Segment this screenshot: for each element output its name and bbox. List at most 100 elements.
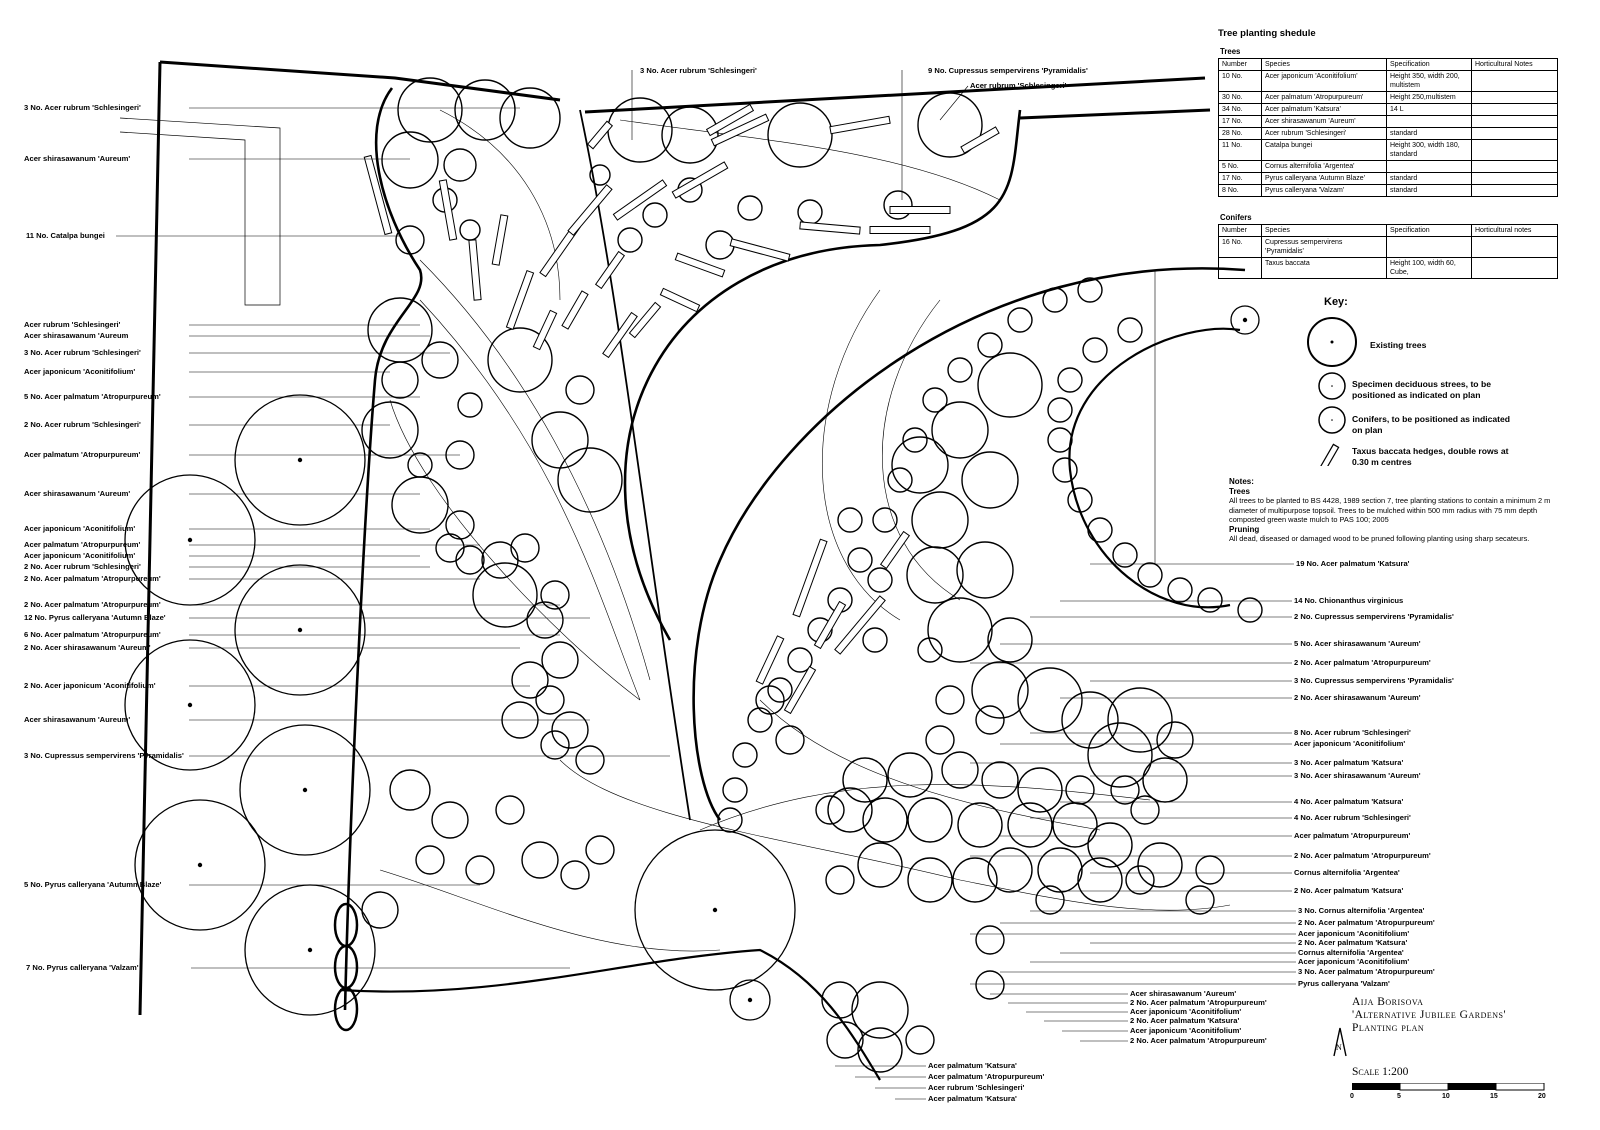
tree-circle-icon xyxy=(847,547,873,573)
tree-circle-icon xyxy=(737,195,763,221)
site-boundary-top xyxy=(159,60,561,102)
tree-circle-icon xyxy=(1137,842,1183,888)
existing-tree-icon xyxy=(634,829,796,991)
tree-circle-icon xyxy=(1082,337,1108,363)
key-item-deciduous: Specimen deciduous strees, to be positio… xyxy=(1352,379,1491,400)
project-name: 'Alternative Jubilee Gardens' xyxy=(1352,1009,1507,1021)
plant-right-label: 4 No. Acer rubrum 'Schlesingeri' xyxy=(1294,813,1411,822)
plant-right-label: 14 No. Chionanthus virginicus xyxy=(1294,596,1404,605)
tree-circle-icon xyxy=(391,476,449,534)
table-cell: 17 No. xyxy=(1218,172,1262,185)
tree-circle-icon xyxy=(540,580,570,610)
tree-circle-icon xyxy=(827,787,873,833)
tree-circle-icon xyxy=(987,847,1033,893)
plant-left-label: 2 No. Acer rubrum 'Schlesingeri' xyxy=(24,420,141,429)
table-cell: Cornus alternifolia 'Argentea' xyxy=(1261,160,1387,173)
hedge-icon xyxy=(468,239,482,301)
tree-circle-icon xyxy=(775,725,805,755)
drawing-name: Planting plan xyxy=(1352,1022,1425,1034)
notes-pruning-heading: Pruning xyxy=(1229,524,1260,534)
tree-circle-icon xyxy=(1077,857,1123,903)
conifers-col-2: Specification xyxy=(1386,224,1472,237)
hedge-icon xyxy=(659,287,701,313)
north-arrow-icon: N xyxy=(1333,1027,1347,1057)
plant-left-label: 2 No. Acer palmatum 'Atropurpureum' xyxy=(24,574,161,583)
notes-heading: Notes: xyxy=(1229,477,1254,486)
table-cell: 30 No. xyxy=(1218,91,1262,104)
plant-right-label: Acer japonicum 'Aconitifolium' xyxy=(1298,929,1410,938)
tree-circle-icon xyxy=(361,891,399,929)
tree-circle-icon xyxy=(957,802,1003,848)
notes-trees-heading: Trees xyxy=(1229,486,1250,496)
tree-circle-icon xyxy=(1107,687,1173,753)
key-item-existing: Existing trees xyxy=(1370,340,1427,350)
leader-line xyxy=(939,85,969,121)
tree-circle-icon xyxy=(526,601,564,639)
plant-top-label: 9 No. Cupressus sempervirens 'Pyramidali… xyxy=(928,66,1088,75)
tree-circle-icon xyxy=(767,102,833,168)
tree-circle-icon xyxy=(642,202,668,228)
hedge-icon xyxy=(792,538,828,618)
plant-left-label: 7 No. Pyrus calleryana 'Valzam' xyxy=(26,963,139,972)
plant-right-label: Acer japonicum 'Aconitifolium' xyxy=(1294,739,1406,748)
plant-right-label: Cornus alternifolia 'Argentea' xyxy=(1294,868,1400,877)
tree-circle-icon xyxy=(551,711,589,749)
plant-left-label: 6 No. Acer palmatum 'Atropurpureum' xyxy=(24,630,161,639)
tree-circle-icon xyxy=(531,411,589,469)
table-cell: Acer palmatum 'Katsura' xyxy=(1261,103,1387,116)
schedule-title: Tree planting shedule xyxy=(1218,28,1316,39)
tree-circle-icon xyxy=(922,387,948,413)
plant-right-label: 3 No. Cornus alternifolia 'Argentea' xyxy=(1298,906,1425,915)
site-boundary-top-right xyxy=(584,76,1206,114)
tree-circle-icon xyxy=(457,392,483,418)
tree-circle-icon xyxy=(585,835,615,865)
tree-circle-icon xyxy=(907,797,953,843)
scale-tick-15: 15 xyxy=(1490,1093,1498,1100)
tree-circle-icon xyxy=(389,769,431,811)
plant-bottom-label: Acer palmatum 'Katsura' xyxy=(928,1094,1017,1103)
plant-left-label: Acer rubrum 'Schlesingeri' xyxy=(24,320,121,329)
north-label: N xyxy=(1336,1043,1342,1052)
tree-circle-icon xyxy=(917,92,983,158)
tree-circle-icon xyxy=(1112,542,1138,568)
tree-circle-icon xyxy=(981,761,1019,799)
hedge-icon xyxy=(561,290,589,330)
existing-tree-icon xyxy=(234,564,366,696)
table-cell: Acer shirasawanum 'Aureum' xyxy=(1261,115,1387,128)
tree-circle-icon xyxy=(883,190,913,220)
hedge-icon xyxy=(834,595,886,655)
tree-circle-icon xyxy=(472,562,538,628)
tree-circle-icon xyxy=(575,745,605,775)
plant-top-label: Acer rubrum 'Schlesingeri' xyxy=(970,81,1067,90)
tree-circle-icon xyxy=(1047,427,1073,453)
table-cell: Acer rubrum 'Schlesingeri' xyxy=(1261,127,1387,140)
table-cell: Height 300, width 180, standard xyxy=(1386,139,1472,161)
notes-trees-text: All trees to be planted to BS 4428, 1989… xyxy=(1229,496,1551,524)
hedge-icon xyxy=(628,301,662,339)
table-cell: standard xyxy=(1386,184,1472,197)
plant-left-label: 2 No. Acer palmatum 'Atropurpureum' xyxy=(24,600,161,609)
table-cell xyxy=(1218,257,1262,279)
plant-right-label: 2 No. Acer palmatum 'Atropurpureum' xyxy=(1294,851,1431,860)
hedge-icon xyxy=(869,226,931,234)
tree-circle-icon xyxy=(367,297,433,363)
plant-bottom-label: Acer palmatum 'Katsura' xyxy=(928,1061,1017,1070)
plant-left-label: Acer shirasawanum 'Aureum' xyxy=(24,489,131,498)
table-cell: Height 250,multistem xyxy=(1386,91,1472,104)
tree-circle-icon xyxy=(1067,487,1093,513)
tree-circle-icon xyxy=(557,447,623,513)
tree-circle-icon xyxy=(381,361,419,399)
tree-circle-icon xyxy=(1117,317,1143,343)
plant-left-label: Acer shirasawanum 'Aureum' xyxy=(24,154,131,163)
tree-circle-icon xyxy=(825,865,855,895)
table-row: 5 No.Cornus alternifolia 'Argentea' xyxy=(1218,160,1558,173)
conifers-col-0: Number xyxy=(1218,224,1262,237)
plant-left-label: 5 No. Acer palmatum 'Atropurpureum' xyxy=(24,392,161,401)
tree-circle-icon xyxy=(887,467,913,493)
table-cell: 34 No. xyxy=(1218,103,1262,116)
tree-circle-icon xyxy=(1087,517,1113,543)
plant-right-label: 2 No. Acer palmatum 'Atropurpureum' xyxy=(1298,918,1435,927)
